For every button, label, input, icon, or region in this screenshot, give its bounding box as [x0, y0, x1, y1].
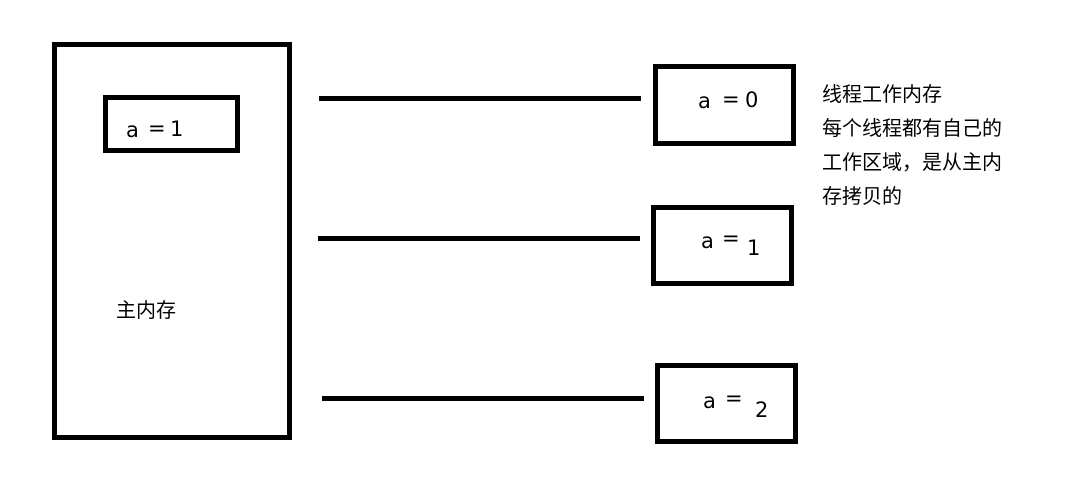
- main-memory-box: [52, 42, 292, 440]
- connector-line-thread-3: [322, 396, 644, 401]
- thread-memory-note: 线程工作内存 每个线程都有自己的 工作区域，是从主内 存拷贝的: [822, 77, 1002, 213]
- note-line-3: 工作区域，是从主内: [822, 150, 1002, 174]
- main-memory-label: 主内存: [116, 298, 176, 322]
- thread-1-variable-eq: =: [722, 87, 740, 111]
- thread-2-variable-eq: =: [722, 226, 740, 250]
- thread-3-variable-name: a: [703, 389, 716, 413]
- main-memory-variable-box: [103, 95, 240, 153]
- main-memory-variable-value: 1: [170, 117, 184, 141]
- note-line-1: 线程工作内存: [822, 82, 942, 106]
- note-line-2: 每个线程都有自己的: [822, 116, 1002, 140]
- thread-1-variable-name: a: [698, 89, 711, 113]
- connector-line-thread-1: [319, 96, 641, 101]
- thread-3-variable-eq: =: [725, 386, 743, 410]
- thread-2-variable-name: a: [701, 229, 714, 253]
- thread-3-variable-value: 2: [755, 398, 769, 422]
- thread-1-variable-value: 0: [745, 88, 759, 112]
- note-line-4: 存拷贝的: [822, 184, 902, 208]
- thread-2-variable-value: 1: [747, 236, 761, 260]
- connector-line-thread-2: [318, 236, 640, 241]
- thread-working-memory-box-1: [653, 64, 796, 146]
- thread-working-memory-box-3: [655, 363, 798, 444]
- main-memory-variable-name: a: [126, 118, 139, 142]
- main-memory-variable-eq: =: [148, 116, 166, 140]
- thread-working-memory-box-2: [651, 205, 794, 286]
